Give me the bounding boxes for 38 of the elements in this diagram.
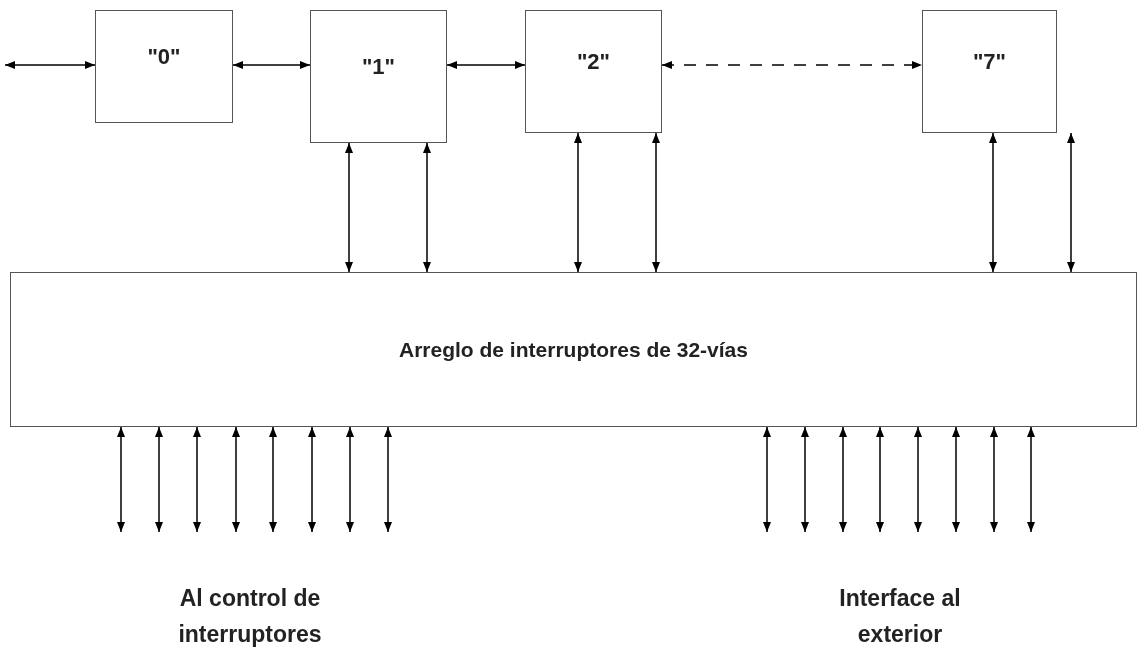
arrow — [989, 132, 997, 273]
arrow — [801, 426, 809, 533]
process-box — [525, 10, 662, 133]
arrow — [652, 132, 660, 273]
arrow — [384, 426, 392, 533]
arrow — [661, 61, 923, 69]
arrow — [446, 61, 526, 69]
arrow — [914, 426, 922, 533]
arrow — [308, 426, 316, 533]
process-box — [922, 10, 1057, 133]
arrow — [952, 426, 960, 533]
arrow — [1027, 426, 1035, 533]
arrow — [193, 426, 201, 533]
process-box — [310, 10, 447, 143]
box-label: Arreglo de interruptores de 32-vías — [399, 336, 748, 363]
caption-text: Al control de interruptores — [177, 584, 323, 649]
arrow — [876, 426, 884, 533]
process-box — [10, 272, 1137, 427]
arrow — [4, 61, 96, 69]
arrow — [839, 426, 847, 533]
arrow — [117, 426, 125, 533]
box-label: "0" — [147, 43, 181, 71]
arrow — [763, 426, 771, 533]
arrow — [345, 142, 353, 273]
arrow — [574, 132, 582, 273]
arrow — [269, 426, 277, 533]
arrow — [423, 142, 431, 273]
box-label: "1" — [361, 53, 396, 81]
arrow — [1067, 132, 1075, 273]
arrow — [346, 426, 354, 533]
caption-text: Interface al exterior — [838, 584, 962, 649]
arrow — [232, 61, 311, 69]
process-box — [95, 10, 233, 123]
box-label: "7" — [972, 48, 1007, 76]
arrow — [990, 426, 998, 533]
arrow — [232, 426, 240, 533]
box-label: "2" — [576, 48, 611, 76]
arrow — [155, 426, 163, 533]
